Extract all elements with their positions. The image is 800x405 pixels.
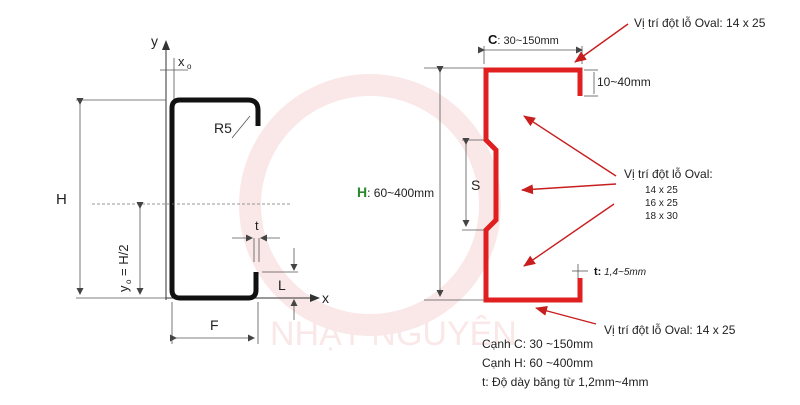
y0-label: y	[116, 285, 131, 292]
spec-c: Cạnh C: 30 ~150mm	[482, 337, 593, 351]
arrow-web-hole-3	[523, 203, 615, 267]
oval-top-label: Vị trí đột lỗ Oval: 14 x 25	[634, 15, 766, 30]
c-dimension-label: C: 30~150mm	[488, 32, 559, 47]
arrow-top-hole	[574, 23, 629, 63]
oval-size-3: 18 x 30	[645, 211, 678, 222]
arrow-web-hole-1	[523, 115, 617, 177]
oval-bottom-label: Vị trí đột lỗ Oval: 14 x 25	[604, 322, 736, 337]
arrow-web-hole-2	[521, 183, 617, 195]
arrow-bottom-hole	[535, 306, 597, 325]
radius-label: R5	[214, 120, 232, 136]
spec-t: t: Độ dày băng từ 1,2mm~4mm	[482, 375, 648, 389]
y-axis-arrow	[162, 40, 170, 50]
lip-range-label: 10~40mm	[597, 75, 651, 89]
spec-h: Cạnh H: 60 ~400mm	[482, 356, 593, 370]
x0-subscript: o	[187, 62, 192, 71]
oval-size-2: 16 x 25	[645, 198, 678, 209]
x0-label: x	[178, 54, 185, 69]
right-section-drawing: C: 30~150mm H: 60~400mm 10~40mm S t: 1,4…	[357, 15, 766, 389]
y0-subscript: o	[124, 279, 133, 284]
lip-label: L	[278, 277, 286, 293]
height-label: H	[56, 191, 67, 208]
t-range-label: t: 1,4~5mm	[594, 266, 646, 278]
h-dimension-label: H: 60~400mm	[357, 184, 434, 200]
flange-label: F	[210, 317, 219, 333]
oval-mid-title: Vị trí đột lỗ Oval:	[624, 166, 713, 181]
y0-equation: = H/2	[116, 245, 131, 276]
y-axis-label: y	[151, 33, 158, 49]
s-label: S	[471, 177, 480, 193]
x-axis-arrow	[310, 294, 320, 302]
left-section-drawing: y x x o R5 H y o = H/2	[56, 33, 329, 344]
watermark: NHẬT NGUYÊN	[239, 74, 517, 353]
y0-label-group: y o = H/2	[116, 245, 133, 292]
c-channel-profile	[169, 97, 261, 301]
x-axis-label: x	[322, 290, 329, 306]
c-channel-profile-red	[483, 67, 583, 303]
watermark-text: NHẬT NGUYÊN	[270, 315, 517, 353]
oval-size-1: 14 x 25	[645, 185, 678, 196]
thickness-label: t	[255, 218, 259, 233]
